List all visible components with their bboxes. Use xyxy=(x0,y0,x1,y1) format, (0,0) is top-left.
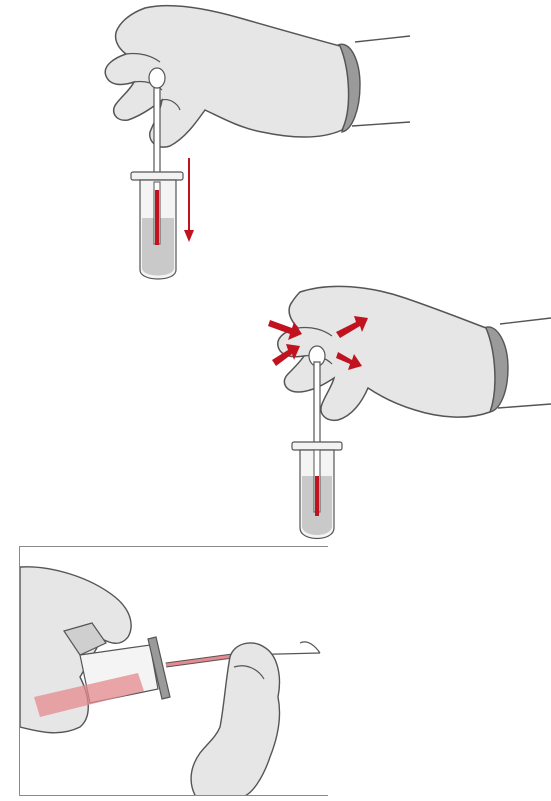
step-insert-swab-panel xyxy=(0,0,551,300)
swab-tip-red xyxy=(155,190,159,245)
squeeze-tube-illustration xyxy=(0,270,551,560)
sleeve-line-bottom xyxy=(498,404,551,408)
swab-handle-curve xyxy=(300,642,320,653)
sleeve-line-bottom xyxy=(352,122,410,126)
gloved-hand xyxy=(105,6,348,147)
tube-rim xyxy=(292,442,342,450)
extract-closeup-illustration xyxy=(20,547,328,796)
down-arrow-icon xyxy=(184,158,194,242)
swab-tip-red xyxy=(315,476,319,516)
tube-rim xyxy=(131,172,183,180)
right-gloved-hand xyxy=(191,643,280,796)
sleeve-line-top xyxy=(355,36,410,42)
step-squeeze-tube-panel xyxy=(0,270,551,560)
sleeve-line-top xyxy=(500,318,551,324)
swab-bulb xyxy=(149,68,165,88)
insert-swab-illustration xyxy=(0,0,551,300)
step-extract-closeup-panel xyxy=(19,546,328,796)
